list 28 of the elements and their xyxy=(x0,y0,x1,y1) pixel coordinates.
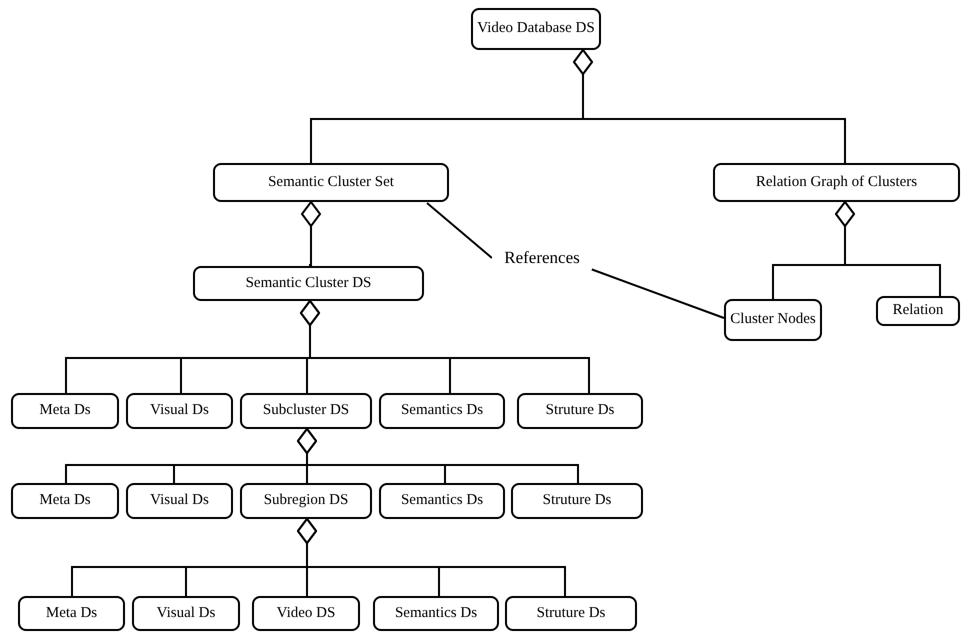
class-box: Visual Ds xyxy=(126,393,233,429)
class-box: Subcluster DS xyxy=(240,393,372,429)
class-box: Relation Graph of Clusters xyxy=(713,163,960,202)
class-box: Semantic Cluster DS xyxy=(193,266,424,301)
class-box: Semantics Ds xyxy=(379,483,505,519)
class-box: Video DS xyxy=(252,596,360,631)
class-box: Subregion DS xyxy=(240,483,372,519)
aggregation-connector xyxy=(297,518,566,596)
connector-line xyxy=(426,202,493,259)
class-box: Relation xyxy=(876,296,960,326)
class-box: Video Database DS xyxy=(471,8,601,50)
aggregation-connector xyxy=(297,428,579,483)
class-box: Semantics Ds xyxy=(373,596,499,631)
class-box: Meta Ds xyxy=(11,393,119,429)
aggregation-connector xyxy=(301,201,321,266)
class-box: Cluster Nodes xyxy=(724,299,822,341)
class-box: Visual Ds xyxy=(132,596,240,631)
class-box: Meta Ds xyxy=(11,483,119,519)
class-box: Struture Ds xyxy=(505,596,637,631)
aggregation-connector xyxy=(835,201,941,296)
aggregation-connector xyxy=(573,49,846,163)
class-box: Struture Ds xyxy=(511,483,643,519)
class-box: Semantics Ds xyxy=(379,393,505,429)
class-box: Visual Ds xyxy=(126,483,233,519)
class-box: Semantic Cluster Set xyxy=(213,163,449,202)
class-box: Meta Ds xyxy=(18,596,125,631)
class-box: Struture Ds xyxy=(517,393,643,429)
aggregation-connector xyxy=(300,300,590,393)
